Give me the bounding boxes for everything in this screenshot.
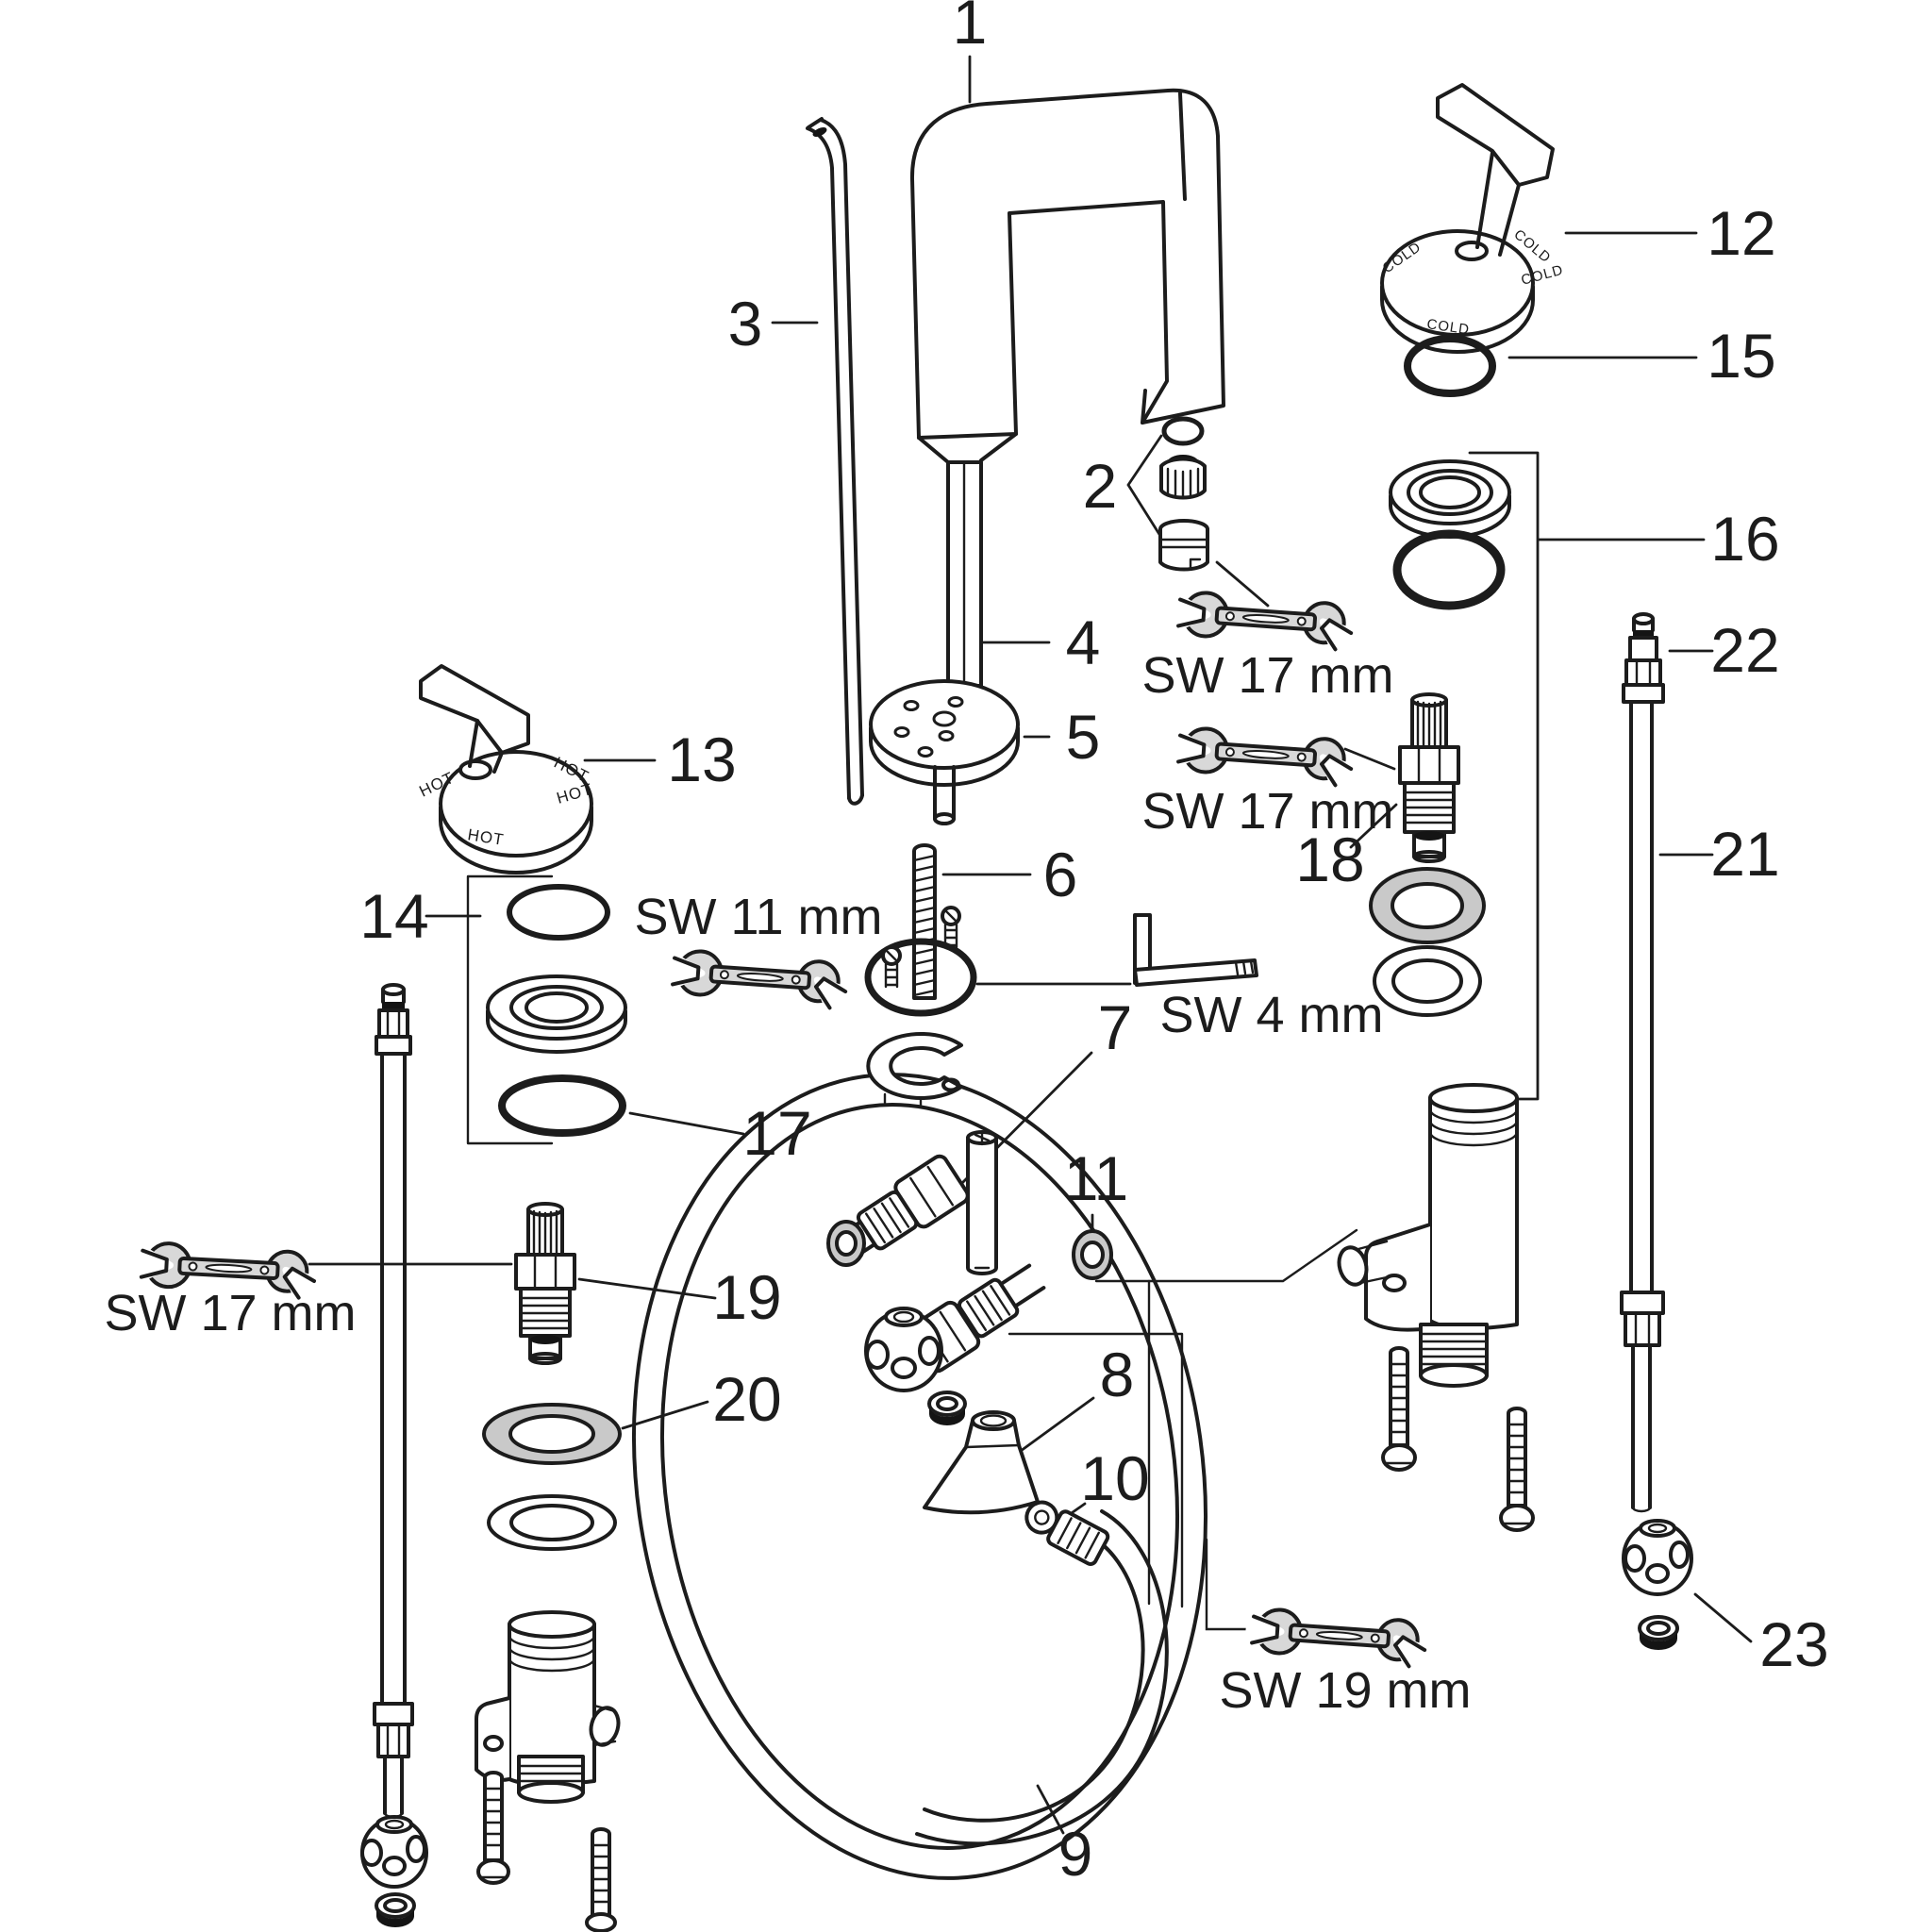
oring-17 (498, 1074, 626, 1137)
label-part-1: 1 (953, 0, 988, 57)
supply-hose-left (360, 983, 428, 1927)
threaded-rod (912, 843, 937, 1000)
label-part-7: 7 (1098, 992, 1133, 1062)
seal-ring-center (927, 1391, 967, 1425)
oring-14 (507, 884, 610, 941)
wrench-sw11 (668, 949, 853, 1014)
label-sw17-left: SW 17 mm (104, 1285, 356, 1341)
spray-cone (923, 1410, 1040, 1515)
label-part-8: 8 (1100, 1340, 1135, 1409)
c-clip (866, 1032, 963, 1108)
screw-right-1 (1381, 1346, 1417, 1472)
label-part-19: 19 (712, 1262, 781, 1332)
label-part-9: 9 (1058, 1819, 1093, 1889)
washer-gray-right (1369, 867, 1486, 944)
washer-white-left (487, 1494, 617, 1551)
base-plate (869, 679, 1020, 825)
leader-lines (308, 55, 1753, 1835)
label-part-23: 23 (1759, 1609, 1828, 1679)
cold-handle: COLD COLD COLD COLD (1380, 83, 1565, 354)
label-part-18: 18 (1295, 824, 1364, 894)
center-adapter (966, 1130, 998, 1275)
aerator-set (1158, 416, 1209, 572)
valve-body-left (475, 1610, 621, 1804)
label-part-21: 21 (1710, 819, 1779, 889)
valve-body-right (1337, 1083, 1519, 1388)
label-sw11: SW 11 mm (634, 889, 882, 945)
label-part-20: 20 (712, 1364, 781, 1434)
hose-end-connector (1024, 1500, 1110, 1566)
union-nut-23 (1622, 1519, 1693, 1596)
base-oring-and-screws (864, 906, 977, 1017)
washer-small-left (826, 1220, 866, 1267)
label-part-22: 22 (1710, 615, 1779, 685)
label-part-16: 16 (1710, 504, 1779, 574)
label-part-3: 3 (728, 289, 763, 358)
label-part-14: 14 (359, 881, 428, 951)
hot-handle: HOT HOT HOT HOT (416, 664, 594, 874)
label-part-11: 11 (1064, 1143, 1129, 1213)
allen-key-sw4 (1133, 913, 1258, 987)
label-part-2: 2 (1083, 451, 1118, 521)
label-sw19: SW 19 mm (1219, 1662, 1471, 1719)
label-part-12: 12 (1707, 198, 1775, 268)
label-part-5: 5 (1066, 702, 1101, 772)
screw-left-1 (476, 1771, 510, 1885)
valve-cartridge-18 (1398, 692, 1460, 863)
cold-marking: COLD (1425, 316, 1471, 338)
supply-hose-right (1620, 612, 1665, 1513)
ball-union-nut (864, 1307, 943, 1392)
label-part-15: 15 (1707, 321, 1775, 391)
oring-15 (1404, 335, 1496, 397)
label-sw17-cartridge: SW 17 mm (1141, 783, 1393, 840)
valve-cartridge-19 (514, 1202, 576, 1365)
washer-gray-20 (482, 1403, 622, 1465)
label-part-17: 17 (742, 1098, 811, 1168)
washer-small-right (1072, 1229, 1113, 1280)
upper-hose-connector (836, 1154, 970, 1261)
label-part-6: 6 (1043, 840, 1078, 909)
escutcheon-16 (1389, 459, 1511, 539)
label-sw4: SW 4 mm (1160, 987, 1384, 1043)
lift-rod (806, 117, 864, 806)
seal-23 (1638, 1615, 1679, 1650)
hose-loop (632, 1073, 1208, 1880)
spout-shaft (946, 460, 983, 688)
label-sw17-aerator: SW 17 mm (1141, 647, 1393, 704)
screw-left-2 (585, 1827, 617, 1932)
spout (909, 88, 1225, 464)
label-part-13: 13 (667, 724, 736, 794)
oring-16 (1392, 529, 1506, 610)
screw-right-2 (1499, 1407, 1535, 1532)
washer-white-right (1373, 945, 1482, 1017)
label-part-10: 10 (1080, 1443, 1149, 1513)
label-part-4: 4 (1066, 608, 1101, 677)
escutcheon-14 (486, 974, 627, 1054)
